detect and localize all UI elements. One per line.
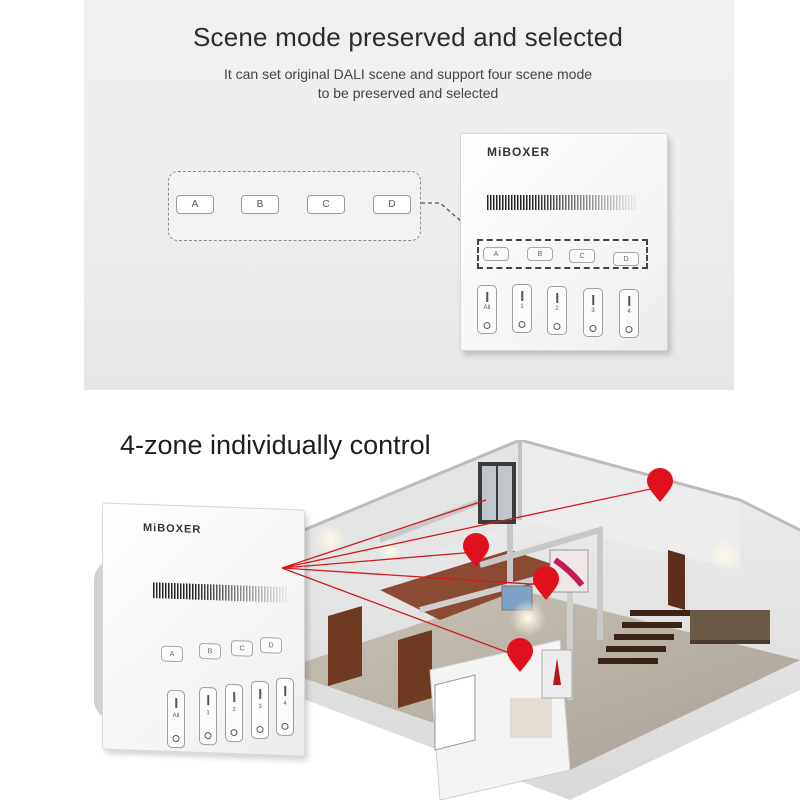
scene-buttons-callout: A B C D (168, 171, 421, 241)
scene-mode-title: Scene mode preserved and selected (192, 22, 624, 52)
zone-button-all[interactable]: All (477, 285, 497, 334)
callout-button-a[interactable]: A (176, 195, 214, 214)
location-pin-icon (507, 638, 533, 672)
callout-button-c[interactable]: C (307, 195, 345, 214)
scene-button-b[interactable]: B (527, 247, 553, 261)
scene-mode-subtitle-line1: It can set original DALI scene and suppo… (223, 66, 593, 82)
house-cutaway-illustration (279, 440, 800, 800)
scene-mode-subtitle-line2: to be preserved and selected (317, 85, 499, 101)
scene-button-c[interactable]: C (569, 249, 595, 263)
scene-button-d[interactable]: D (613, 252, 639, 266)
brand-logo: MiBOXER (487, 145, 551, 159)
zone-button-1[interactable]: 1 (512, 284, 532, 333)
zone-control-title: 4-zone individually control (120, 430, 431, 460)
zone-button-3[interactable]: 3 (583, 288, 603, 337)
scene-button-a[interactable]: A (483, 247, 509, 261)
callout-button-d[interactable]: D (373, 195, 411, 214)
scene-buttons-highlight (477, 239, 648, 269)
location-pin-icon (463, 533, 489, 567)
callout-button-b[interactable]: B (241, 195, 279, 214)
wall-panel-top: MiBOXER A B C D All 1 2 3 4 (460, 133, 668, 351)
location-pin-icon (647, 468, 673, 502)
location-pin-icon (533, 566, 559, 600)
brightness-touch-bar[interactable] (487, 195, 637, 210)
callout-connector (421, 202, 479, 241)
zone-button-4[interactable]: 4 (619, 289, 639, 338)
zone-button-2[interactable]: 2 (547, 286, 567, 335)
